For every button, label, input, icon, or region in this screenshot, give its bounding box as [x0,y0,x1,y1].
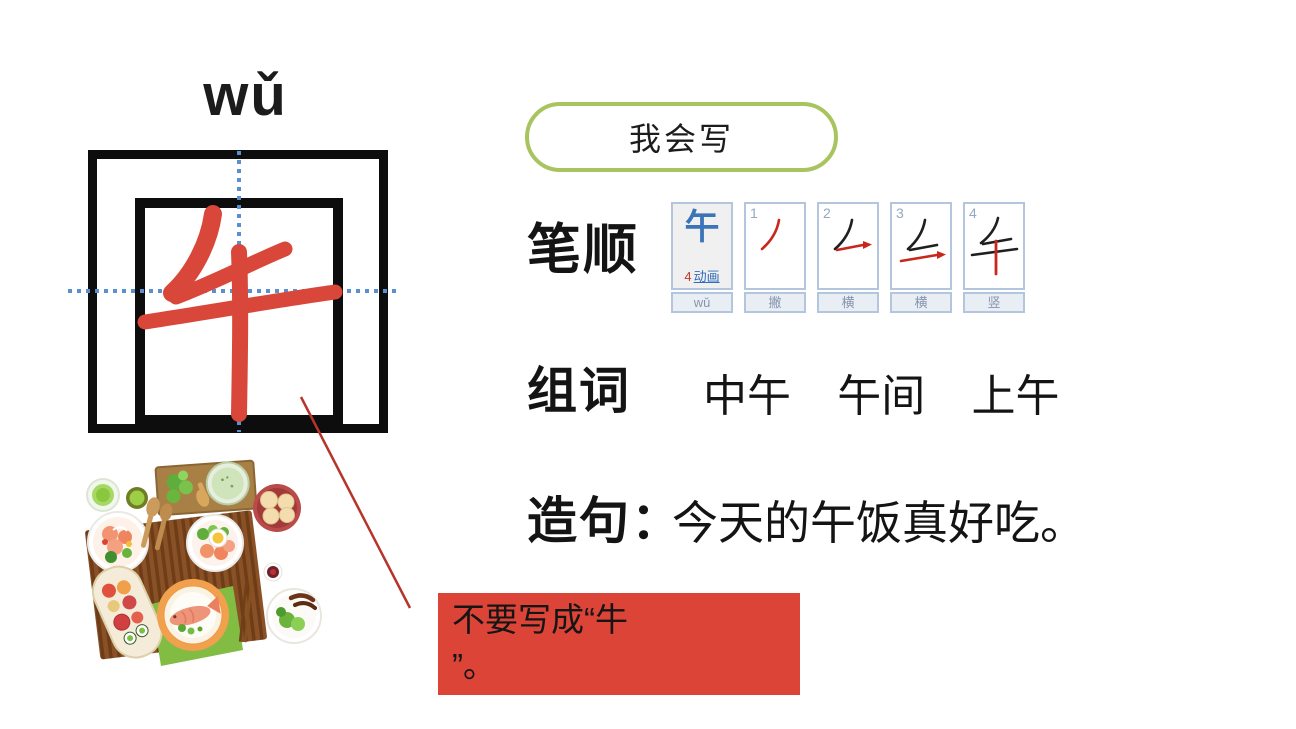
stroke-step-number: 2 [823,205,831,221]
warning-note: 不要写成“牛 ”。 [438,593,800,695]
stroke-step-cell: 4 竖 [963,202,1025,313]
wooden-utensils [140,497,173,551]
badge-label: 我会写 [628,121,734,157]
stroke-step-cell: 1 撇 [744,202,806,313]
stroke-step-number: 4 [969,205,977,221]
lunch-illustration [85,459,322,666]
chopsticks [238,579,253,643]
words-list: 中午 午间 上午 [703,360,1093,424]
animation-link[interactable]: 动画 [693,269,720,284]
stroke-count: 4 [684,269,692,284]
egg-plate [186,514,244,572]
salad-plate [87,511,149,573]
word-item: 午间 [837,372,926,421]
sentence-label: 造句： [527,493,683,549]
main-character-glyph [137,205,343,422]
stroke-step-diagram [970,216,1018,276]
sushi-boat [91,565,163,659]
stroke-step-cell: 2 横 [817,202,879,313]
stroke-step-diagram [833,218,872,252]
word-item: 上午 [971,372,1060,421]
stroke-step-name: 撇 [744,292,806,313]
stroke-step-cell: 3 横 [890,202,952,313]
buns-plate [253,484,301,532]
warning-note-line1: 不要写成“牛 [452,601,628,638]
pinyin-label: wǔ [203,63,288,128]
stroke-step-diagram [899,218,946,263]
stroke-step-diagram [760,218,780,251]
stroke-step-name: 竖 [963,292,1025,313]
example-sentence: 今天的午饭真好吃。 [672,497,1086,549]
stroke-step-number: 3 [896,205,904,221]
word-item: 中午 [703,372,791,421]
green-bowls [86,478,148,512]
stroke-cell-character: 午 [684,208,720,247]
warning-note-line2: ”。 [452,647,496,685]
words-label: 组词 [527,363,631,419]
stroke-order-label: 笔顺 [527,220,639,280]
sauce-bowl [263,562,283,582]
annotation-line [299,396,412,609]
soup-tray [154,459,258,517]
fish-plate [157,579,229,651]
greens-plate [266,588,322,644]
badge-we-can-write: 我会写 [525,102,838,172]
stroke-step-name: 横 [817,292,879,313]
stroke-step-number: 1 [750,205,758,221]
stroke-cell-pinyin: wǔ [671,292,733,313]
stroke-step-name: 横 [890,292,952,313]
